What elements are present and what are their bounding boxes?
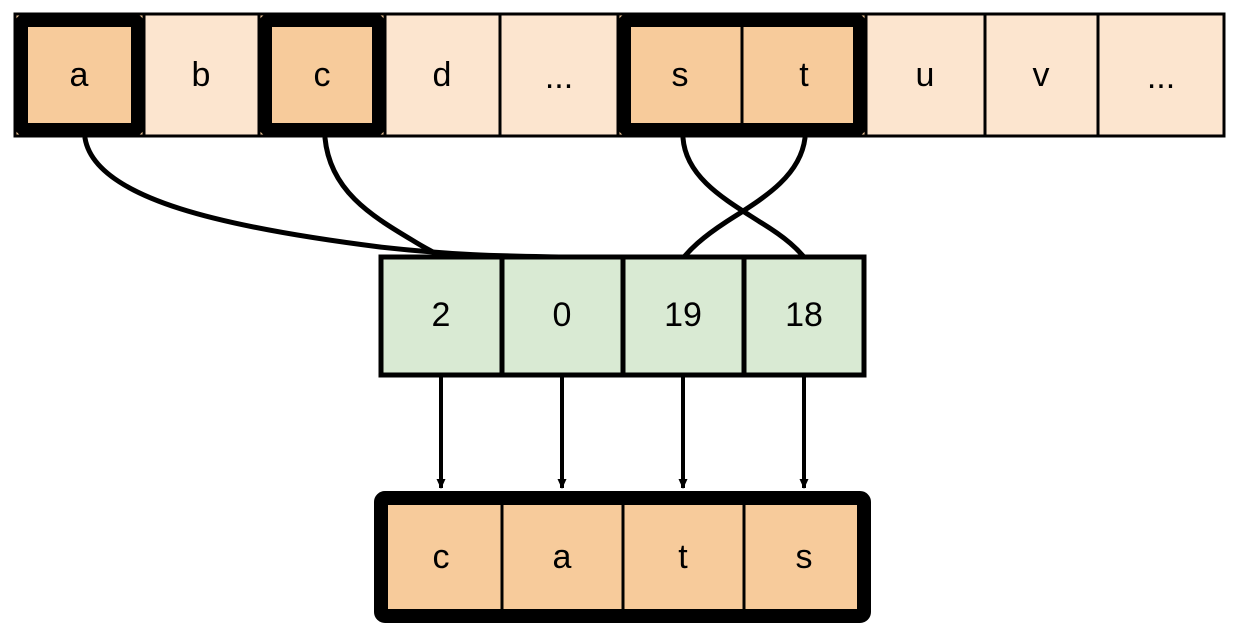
alphabet-cell-d[interactable]: d — [433, 56, 452, 94]
index-cell-2[interactable]: 2 — [432, 296, 451, 334]
highlight-outline-a — [15, 14, 144, 136]
alphabet-cell-v[interactable]: v — [1033, 56, 1050, 94]
output-cell-bg-0 — [379, 496, 504, 618]
alphabet-cell-ellipsis-1[interactable]: ... — [545, 58, 573, 96]
alphabet-cell-t[interactable]: t — [799, 56, 809, 94]
highlight-outline-st — [618, 14, 866, 136]
index-cell-19[interactable]: 19 — [664, 296, 702, 334]
index-to-output-arrows — [436, 375, 809, 489]
alphabet-cell-s[interactable]: s — [672, 56, 689, 94]
index-cell-0[interactable]: 0 — [553, 296, 572, 334]
output-row-outline — [374, 491, 871, 623]
alphabet-cell-ellipsis-2[interactable]: ... — [1147, 58, 1175, 96]
output-cell-s[interactable]: s — [796, 538, 813, 576]
output-cell-a[interactable]: a — [553, 538, 572, 576]
index-cell-bg-3 — [741, 254, 867, 378]
index-row: 2 0 19 18 — [378, 254, 867, 378]
curve-c-to-2 — [322, 135, 444, 260]
index-cell-bg-0 — [378, 254, 505, 378]
output-cell-bg-1 — [500, 496, 625, 618]
output-cell-c[interactable]: c — [433, 538, 450, 576]
alphabet-cell-c[interactable]: c — [314, 56, 331, 94]
alphabet-cell-u[interactable]: u — [916, 56, 935, 94]
alphabet-highlight-outlines — [15, 14, 866, 136]
curve-t-to-19 — [681, 135, 808, 260]
alphabet-row: a b c d ... s t u v ... — [13, 12, 1226, 138]
output-cell-t[interactable]: t — [678, 538, 688, 576]
alphabet-cell-b[interactable]: b — [192, 56, 211, 94]
curve-a-to-0 — [82, 135, 565, 260]
curve-connectors — [82, 135, 808, 260]
index-cell-18[interactable]: 18 — [785, 296, 823, 334]
curve-s-to-18 — [680, 135, 807, 260]
output-row: c a t s — [374, 491, 871, 623]
alphabet-cell-a[interactable]: a — [70, 56, 89, 94]
highlight-outline-c — [259, 14, 385, 136]
